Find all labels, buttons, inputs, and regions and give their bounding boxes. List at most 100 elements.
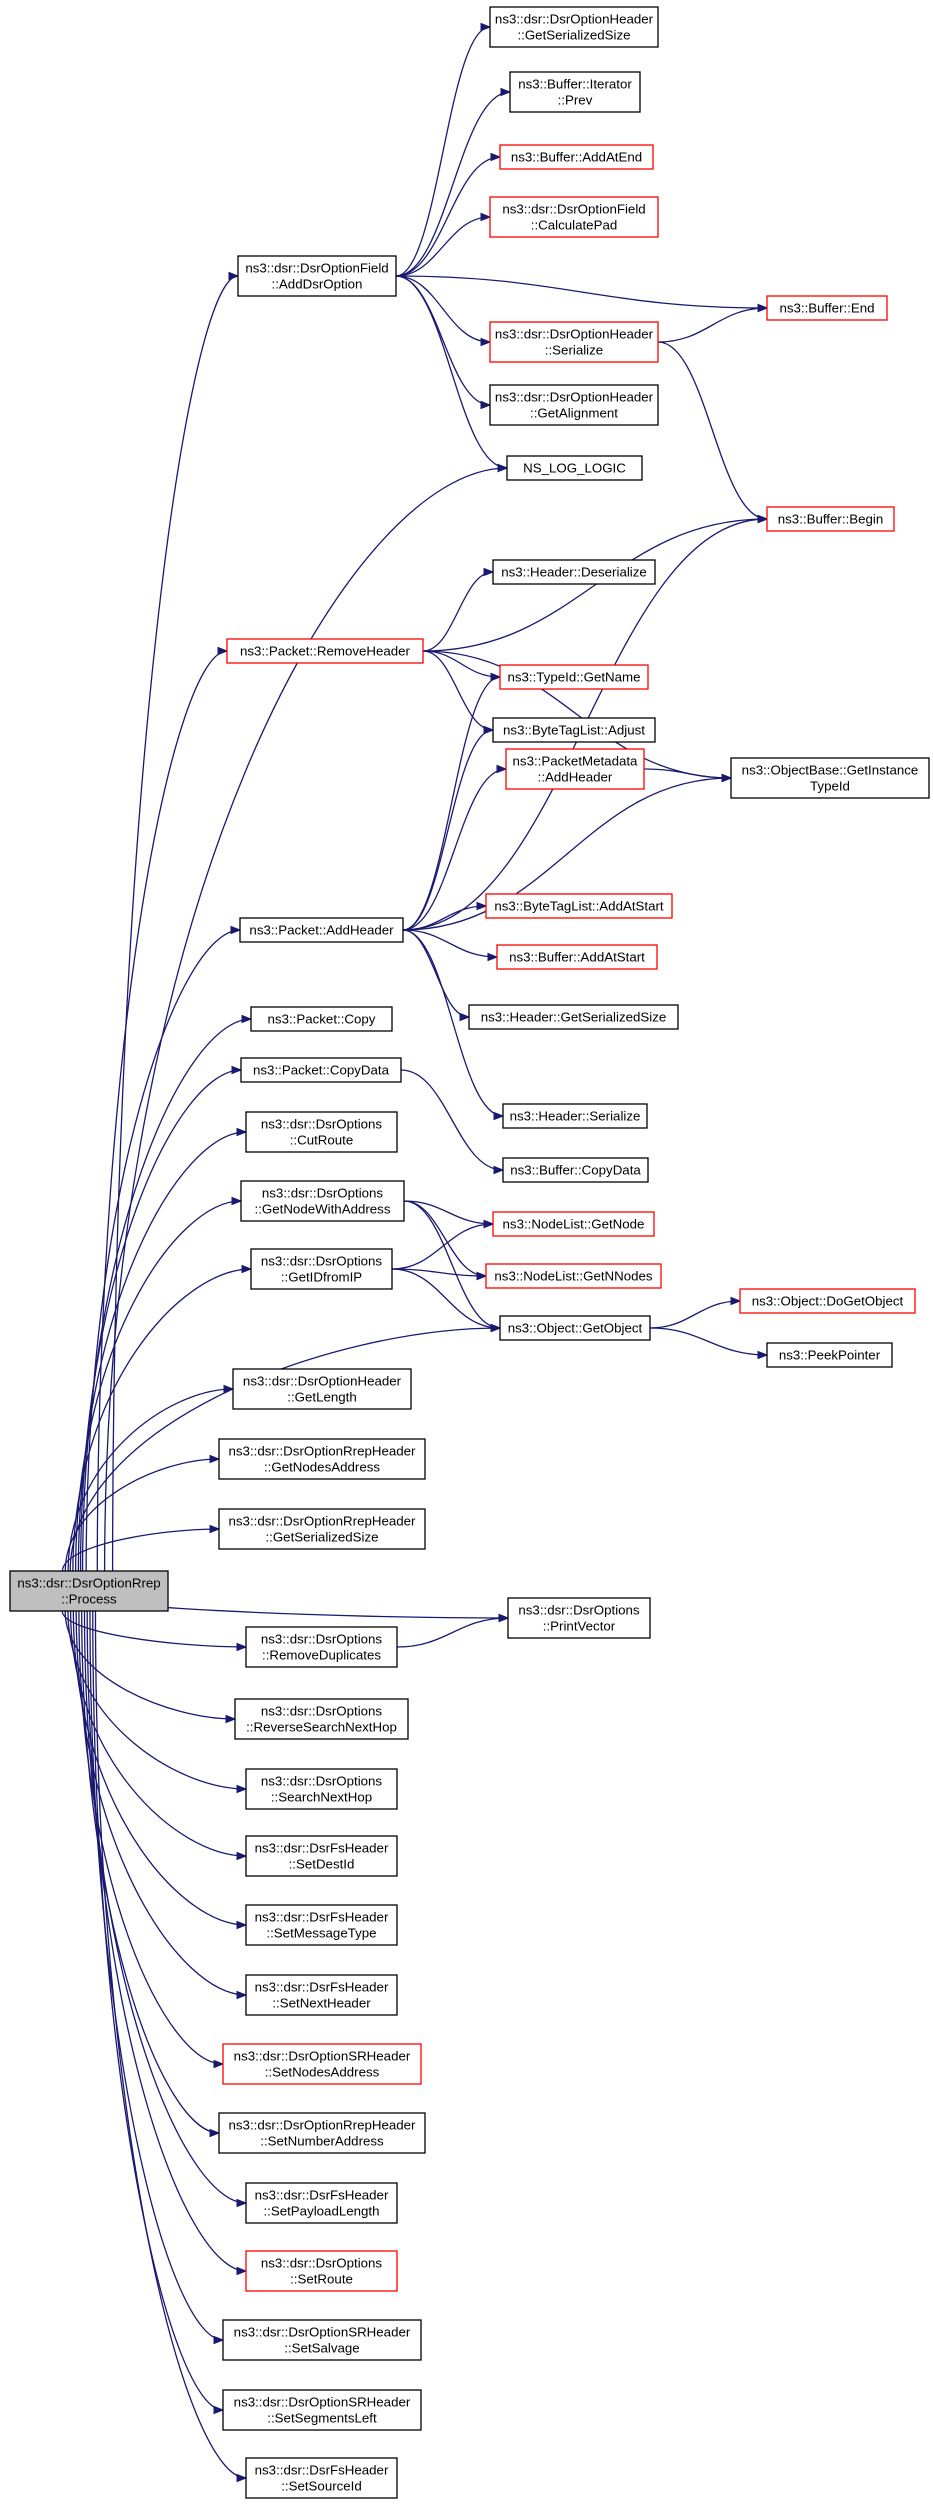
node-hdr-serialize[interactable]: ns3::Header::Serialize: [502, 1103, 648, 1129]
node-box: [234, 1698, 409, 1740]
node-box: [245, 1626, 398, 1668]
node-get-i-dfrom-i-p[interactable]: ns3::dsr::DsrOptions::GetIDfromIP: [250, 1248, 393, 1290]
node-set-payload-length[interactable]: ns3::dsr::DsrFsHeader::SetPayloadLength: [245, 2182, 398, 2224]
node-label-line: ns3::dsr::DsrOptionRrepHeader: [229, 1444, 417, 1459]
node-label-line: ns3::dsr::DsrOptions: [261, 1774, 383, 1789]
node-label-line: ::SetNextHeader: [272, 1996, 371, 2011]
node-get-object[interactable]: ns3::Object::GetObject: [499, 1315, 651, 1341]
node-label-line: ::Process: [61, 1592, 117, 1607]
node-opt-serialize[interactable]: ns3::dsr::DsrOptionHeader::Serialize: [489, 321, 659, 363]
node-get-serialized-size[interactable]: ns3::dsr::DsrOptionHeader::GetSerialized…: [489, 6, 659, 48]
call-edge: [643, 768, 732, 779]
node-ns-log-logic[interactable]: NS_LOG_LOGIC: [506, 455, 643, 481]
call-edge: [81, 1018, 252, 1572]
node-set-message-type[interactable]: ns3::dsr::DsrFsHeader::SetMessageType: [245, 1904, 398, 1946]
node-get-alignment[interactable]: ns3::dsr::DsrOptionHeader::GetAlignment: [489, 384, 659, 426]
node-label-line: ::Serialize: [545, 343, 603, 358]
node-get-node-with-address[interactable]: ns3::dsr::DsrOptions::GetNodeWithAddress: [240, 1180, 405, 1222]
node-box: [489, 196, 659, 238]
node-remove-duplicates[interactable]: ns3::dsr::DsrOptions::RemoveDuplicates: [245, 1626, 398, 1668]
node-set-segments-left[interactable]: ns3::dsr::DsrOptionSRHeader::SetSegments…: [222, 2389, 422, 2431]
node-box: [218, 1508, 426, 1550]
arrow-head: [209, 2128, 221, 2138]
node-label-line: ns3::NodeList::GetNNodes: [494, 1269, 653, 1284]
node-box: [222, 2319, 422, 2361]
arrow-head: [236, 1642, 248, 1652]
arrow-head: [213, 2059, 225, 2069]
node-box: [250, 1248, 393, 1290]
call-edge: [649, 1300, 741, 1329]
node-label-line: ns3::ObjectBase::GetInstance: [742, 763, 919, 778]
node-buffer-copy-data[interactable]: ns3::Buffer::CopyData: [502, 1157, 649, 1183]
arrow-head: [209, 1524, 221, 1534]
node-do-get-object[interactable]: ns3::Object::DoGetObject: [739, 1288, 916, 1314]
node-label-line: ns3::dsr::DsrFsHeader: [255, 2463, 389, 2478]
node-set-next-header[interactable]: ns3::dsr::DsrFsHeader::SetNextHeader: [245, 1974, 398, 2016]
call-edge: [61, 1528, 220, 1572]
node-set-source-id[interactable]: ns3::dsr::DsrFsHeader::SetSourceId: [245, 2457, 398, 2499]
node-pm-add-header[interactable]: ns3::PacketMetadata::AddHeader: [505, 748, 645, 790]
arrow-head: [490, 152, 502, 162]
node-get-nodes-address[interactable]: ns3::dsr::DsrOptionRrepHeader::GetNodesA…: [218, 1438, 426, 1480]
node-buffer-add-at-start[interactable]: ns3::Buffer::AddAtStart: [496, 944, 658, 970]
node-remove-header[interactable]: ns3::Packet::RemoveHeader: [226, 638, 424, 664]
node-rrep-get-serialized-size[interactable]: ns3::dsr::DsrOptionRrepHeader::GetSerial…: [218, 1508, 426, 1550]
node-copy-data[interactable]: ns3::Packet::CopyData: [240, 1057, 402, 1083]
node-box: [218, 2112, 426, 2154]
node-add-dsr-option[interactable]: ns3::dsr::DsrOptionField::AddDsrOption: [237, 255, 397, 297]
node-byte-tag-add-at-start[interactable]: ns3::ByteTagList::AddAtStart: [485, 893, 673, 919]
node-box: [218, 1438, 426, 1480]
node-get-length[interactable]: ns3::dsr::DsrOptionHeader::GetLength: [232, 1368, 412, 1410]
node-packet-copy[interactable]: ns3::Packet::Copy: [250, 1006, 393, 1032]
node-byte-tag-adjust[interactable]: ns3::ByteTagList::Adjust: [492, 717, 656, 743]
call-edge: [79, 1069, 242, 1572]
node-set-salvage[interactable]: ns3::dsr::DsrOptionSRHeader::SetSalvage: [222, 2319, 422, 2361]
node-label-line: ::GetIDfromIP: [281, 1270, 362, 1285]
call-edge: [395, 275, 768, 309]
node-label-line: ns3::dsr::DsrOptions: [261, 2256, 383, 2271]
node-set-route[interactable]: ns3::dsr::DsrOptions::SetRoute: [245, 2250, 398, 2292]
node-iter-prev[interactable]: ns3::Buffer::Iterator::Prev: [509, 71, 641, 113]
arrow-head: [476, 1271, 488, 1281]
node-add-header[interactable]: ns3::Packet::AddHeader: [239, 917, 404, 943]
node-label-line: ns3::dsr::DsrOptionField: [502, 202, 645, 217]
node-node-list-get-n-nodes[interactable]: ns3::NodeList::GetNNodes: [485, 1263, 662, 1289]
node-set-nodes-address[interactable]: ns3::dsr::DsrOptionSRHeader::SetNodesAdd…: [222, 2043, 422, 2085]
arrow-head: [498, 1613, 510, 1623]
node-label-line: ::SearchNextHop: [271, 1790, 372, 1805]
node-search-next-hop[interactable]: ns3::dsr::DsrOptions::SearchNextHop: [245, 1768, 398, 1810]
node-label-line: ns3::Packet::Copy: [268, 1012, 376, 1027]
node-box: [245, 1111, 398, 1153]
node-hdr-get-serialized-size[interactable]: ns3::Header::GetSerializedSize: [468, 1004, 679, 1030]
node-box: [489, 6, 659, 48]
node-reverse-search-next-hop[interactable]: ns3::dsr::DsrOptions::ReverseSearchNextH…: [234, 1698, 409, 1740]
arrow-head: [236, 1920, 248, 1930]
node-box: [245, 1768, 398, 1810]
node-label-line: ::GetNodeWithAddress: [255, 1202, 391, 1217]
node-label-line: ns3::Buffer::AddAtEnd: [511, 150, 642, 165]
node-label-line: ::GetLength: [287, 1390, 357, 1405]
node-box: [232, 1368, 412, 1410]
node-box: [489, 321, 659, 363]
call-edge: [402, 676, 501, 931]
call-edge: [85, 929, 241, 1572]
node-label-line: ::CalculatePad: [531, 218, 617, 233]
node-set-number-address[interactable]: ns3::dsr::DsrOptionRrepHeader::SetNumber…: [218, 2112, 426, 2154]
node-set-dest-id[interactable]: ns3::dsr::DsrFsHeader::SetDestId: [245, 1835, 398, 1877]
node-buffer-end[interactable]: ns3::Buffer::End: [766, 295, 888, 321]
node-buffer-begin[interactable]: ns3::Buffer::Begin: [766, 506, 895, 532]
node-hdr-deserialize[interactable]: ns3::Header::Deserialize: [492, 559, 656, 585]
node-peek-pointer[interactable]: ns3::PeekPointer: [766, 1342, 893, 1368]
node-root[interactable]: ns3::dsr::DsrOptionRrep::Process: [9, 1570, 169, 1612]
node-node-list-get-node[interactable]: ns3::NodeList::GetNode: [492, 1211, 655, 1237]
node-label-line: ns3::dsr::DsrOptionSRHeader: [234, 2325, 411, 2340]
call-edge: [75, 1610, 247, 1996]
node-label-line: ns3::TypeId::GetName: [507, 670, 640, 685]
node-print-vector[interactable]: ns3::dsr::DsrOptions::PrintVector: [507, 1597, 651, 1639]
node-cut-route[interactable]: ns3::dsr::DsrOptions::CutRoute: [245, 1111, 398, 1153]
call-edge: [391, 1223, 494, 1270]
node-add-at-end[interactable]: ns3::Buffer::AddAtEnd: [499, 144, 654, 170]
node-calculate-pad[interactable]: ns3::dsr::DsrOptionField::CalculatePad: [489, 196, 659, 238]
node-type-id-get-name[interactable]: ns3::TypeId::GetName: [499, 664, 649, 690]
